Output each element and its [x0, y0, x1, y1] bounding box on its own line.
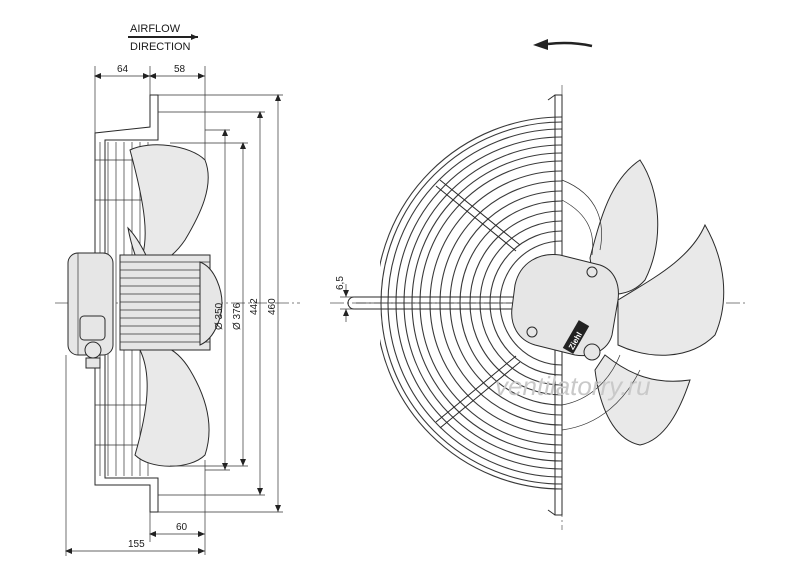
side-dimensions: 64 58 60 155 Ø 350 Ø 376 442 460 — [65, 64, 283, 556]
dim-64: 64 — [117, 64, 129, 75]
rotation-arrow-icon — [533, 39, 593, 50]
hub-bolt-top — [586, 266, 598, 278]
direction-text: DIRECTION — [130, 41, 191, 53]
motor-hub-front — [511, 253, 619, 357]
blade-front-1 — [589, 159, 659, 295]
dim-155: 155 — [128, 539, 145, 550]
guard-straps — [347, 94, 563, 516]
dim-6-5: 6,5 — [335, 276, 346, 290]
blade-side-bottom — [134, 343, 210, 467]
dim-dia-350: Ø 350 — [214, 302, 225, 330]
rotor-ribs — [120, 261, 210, 343]
blade-front-2 — [617, 223, 725, 356]
dim-460: 460 — [267, 298, 278, 315]
motor-rotor — [119, 254, 211, 351]
dim-60: 60 — [176, 522, 188, 533]
front-view: Ziehl 6,5 — [330, 39, 745, 530]
cable-gland-nut — [85, 357, 101, 369]
dim-442: 442 — [249, 298, 260, 315]
dim-58: 58 — [174, 64, 186, 75]
grill-rings-right — [561, 179, 641, 431]
dim-dia-376: Ø 376 — [232, 302, 243, 330]
airflow-text: AIRFLOW — [130, 23, 181, 35]
rear-hub-cap — [199, 261, 223, 346]
hub-bolt-bottom — [526, 326, 538, 338]
airflow-direction-label: AIRFLOW DIRECTION — [128, 23, 198, 53]
cable-gland-side — [84, 341, 102, 359]
dim-6-5-group: 6,5 — [335, 276, 355, 322]
cable-gland-front — [583, 343, 601, 361]
side-view — [55, 94, 300, 513]
watermark: ventilatorry.ru — [495, 371, 651, 401]
blade-front-3 — [594, 354, 691, 446]
terminal-box-lid — [79, 315, 106, 341]
blade-side-top — [129, 144, 209, 266]
